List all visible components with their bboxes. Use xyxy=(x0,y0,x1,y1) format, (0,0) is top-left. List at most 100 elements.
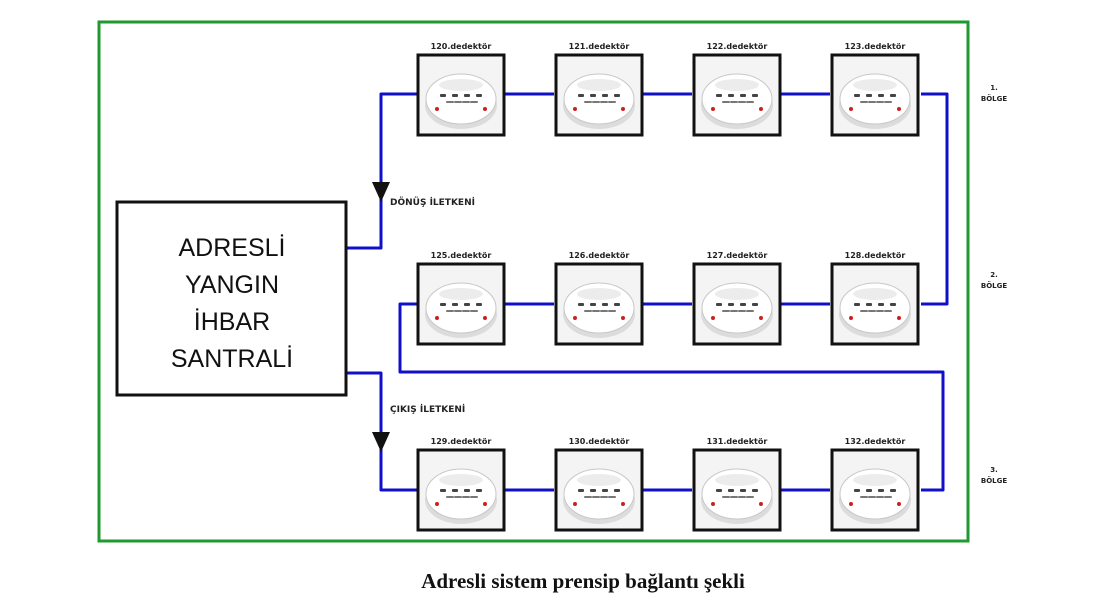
detector: 121.dedektör xyxy=(554,42,644,137)
detector-vent xyxy=(746,496,754,498)
panel-line-4: SANTRALİ xyxy=(171,344,293,373)
detector-vent xyxy=(746,310,754,312)
detector-label: 122.dedektör xyxy=(707,42,768,51)
detector-vent xyxy=(890,94,896,97)
detector-vent xyxy=(470,496,478,498)
detector-vent xyxy=(740,303,746,306)
output-wire xyxy=(346,371,418,492)
detector-vent xyxy=(600,496,608,498)
zone-3-number: 3. xyxy=(990,466,998,474)
detector-top xyxy=(577,474,621,486)
detector-vent xyxy=(854,303,860,306)
detector-label: 129.dedektör xyxy=(431,437,492,446)
detector-led xyxy=(483,316,487,320)
detector-led xyxy=(621,316,625,320)
detector-vent xyxy=(884,310,892,312)
detector-led xyxy=(849,107,853,111)
detector-top xyxy=(577,79,621,91)
panel-line-3: İHBAR xyxy=(194,307,270,336)
detector-vent xyxy=(446,496,454,498)
detector-vent xyxy=(476,94,482,97)
detector-vent xyxy=(452,303,458,306)
detector-vent xyxy=(752,489,758,492)
detector-top xyxy=(853,79,897,91)
detector-vent xyxy=(716,489,722,492)
detector-vent xyxy=(752,303,758,306)
detector-vent xyxy=(614,303,620,306)
detector-vent xyxy=(876,310,884,312)
detector-vent xyxy=(866,303,872,306)
output-wire-label: ÇIKIŞ İLETKENİ xyxy=(390,404,465,415)
detector-led xyxy=(759,316,763,320)
detector-label: 127.dedektör xyxy=(707,251,768,260)
detector-vent xyxy=(608,496,616,498)
detector-vent xyxy=(614,94,620,97)
detector-vent xyxy=(592,310,600,312)
detector-vent xyxy=(454,496,462,498)
outer-frame xyxy=(97,20,970,543)
detector-vent xyxy=(452,489,458,492)
detector-label: 130.dedektör xyxy=(569,437,630,446)
detector-vent xyxy=(446,101,454,103)
zone-2-name: BÖLGE xyxy=(981,281,1007,290)
diagram-caption: Adresli sistem prensip bağlantı şekli xyxy=(421,569,745,593)
detector-vent xyxy=(730,310,738,312)
zone1-zone2-loop xyxy=(921,92,949,306)
detector-vent xyxy=(600,101,608,103)
detector-vent xyxy=(866,489,872,492)
detector-led xyxy=(435,316,439,320)
detector-vent xyxy=(452,94,458,97)
detector: 129.dedektör xyxy=(416,437,506,532)
detector-label: 123.dedektör xyxy=(845,42,906,51)
detector-vent xyxy=(740,94,746,97)
detector-vent xyxy=(590,489,596,492)
detector-vent xyxy=(470,310,478,312)
detector-led xyxy=(573,502,577,506)
detector-vent xyxy=(590,303,596,306)
return-wire xyxy=(346,92,418,250)
detector-vent xyxy=(738,101,746,103)
detector-vent xyxy=(868,310,876,312)
detector-led xyxy=(435,502,439,506)
detector-vent xyxy=(884,496,892,498)
detector-label: 131.dedektör xyxy=(707,437,768,446)
detector: 130.dedektör xyxy=(554,437,644,532)
detector-vent xyxy=(722,101,730,103)
detector-vent xyxy=(602,489,608,492)
detector: 131.dedektör xyxy=(692,437,782,532)
panel-line-1: ADRESLİ xyxy=(179,233,286,262)
detector: 120.dedektör xyxy=(416,42,506,137)
detector-vent xyxy=(716,94,722,97)
detector-led xyxy=(711,502,715,506)
zone2-zone3-loop xyxy=(398,302,945,492)
detector-vent xyxy=(890,303,896,306)
detector-vent xyxy=(878,303,884,306)
detector-vent xyxy=(614,489,620,492)
detector-vent xyxy=(866,94,872,97)
detector-led xyxy=(759,107,763,111)
detector-grid: 120.dedektör 121.dedektör 122.dedektör 123.… xyxy=(416,42,920,532)
detector-vent xyxy=(860,101,868,103)
detector-vent xyxy=(440,303,446,306)
detector-top xyxy=(715,474,759,486)
detector-top xyxy=(715,79,759,91)
detector-led xyxy=(711,316,715,320)
detector-vent xyxy=(440,489,446,492)
return-arrow-icon xyxy=(372,182,390,202)
detector-vent xyxy=(578,94,584,97)
detector-vent xyxy=(578,489,584,492)
detector-vent xyxy=(878,94,884,97)
detector: 127.dedektör xyxy=(692,251,782,346)
detector-vent xyxy=(462,496,470,498)
detector-vent xyxy=(464,94,470,97)
detector-vent xyxy=(592,496,600,498)
detector-top xyxy=(853,288,897,300)
detector-vent xyxy=(440,94,446,97)
detector-led xyxy=(897,107,901,111)
detector-top xyxy=(715,288,759,300)
detector-label: 121.dedektör xyxy=(569,42,630,51)
detector-vent xyxy=(470,101,478,103)
return-wire-label: DÖNÜŞ İLETKENİ xyxy=(390,197,475,208)
detector-vent xyxy=(716,303,722,306)
detector-led xyxy=(483,502,487,506)
